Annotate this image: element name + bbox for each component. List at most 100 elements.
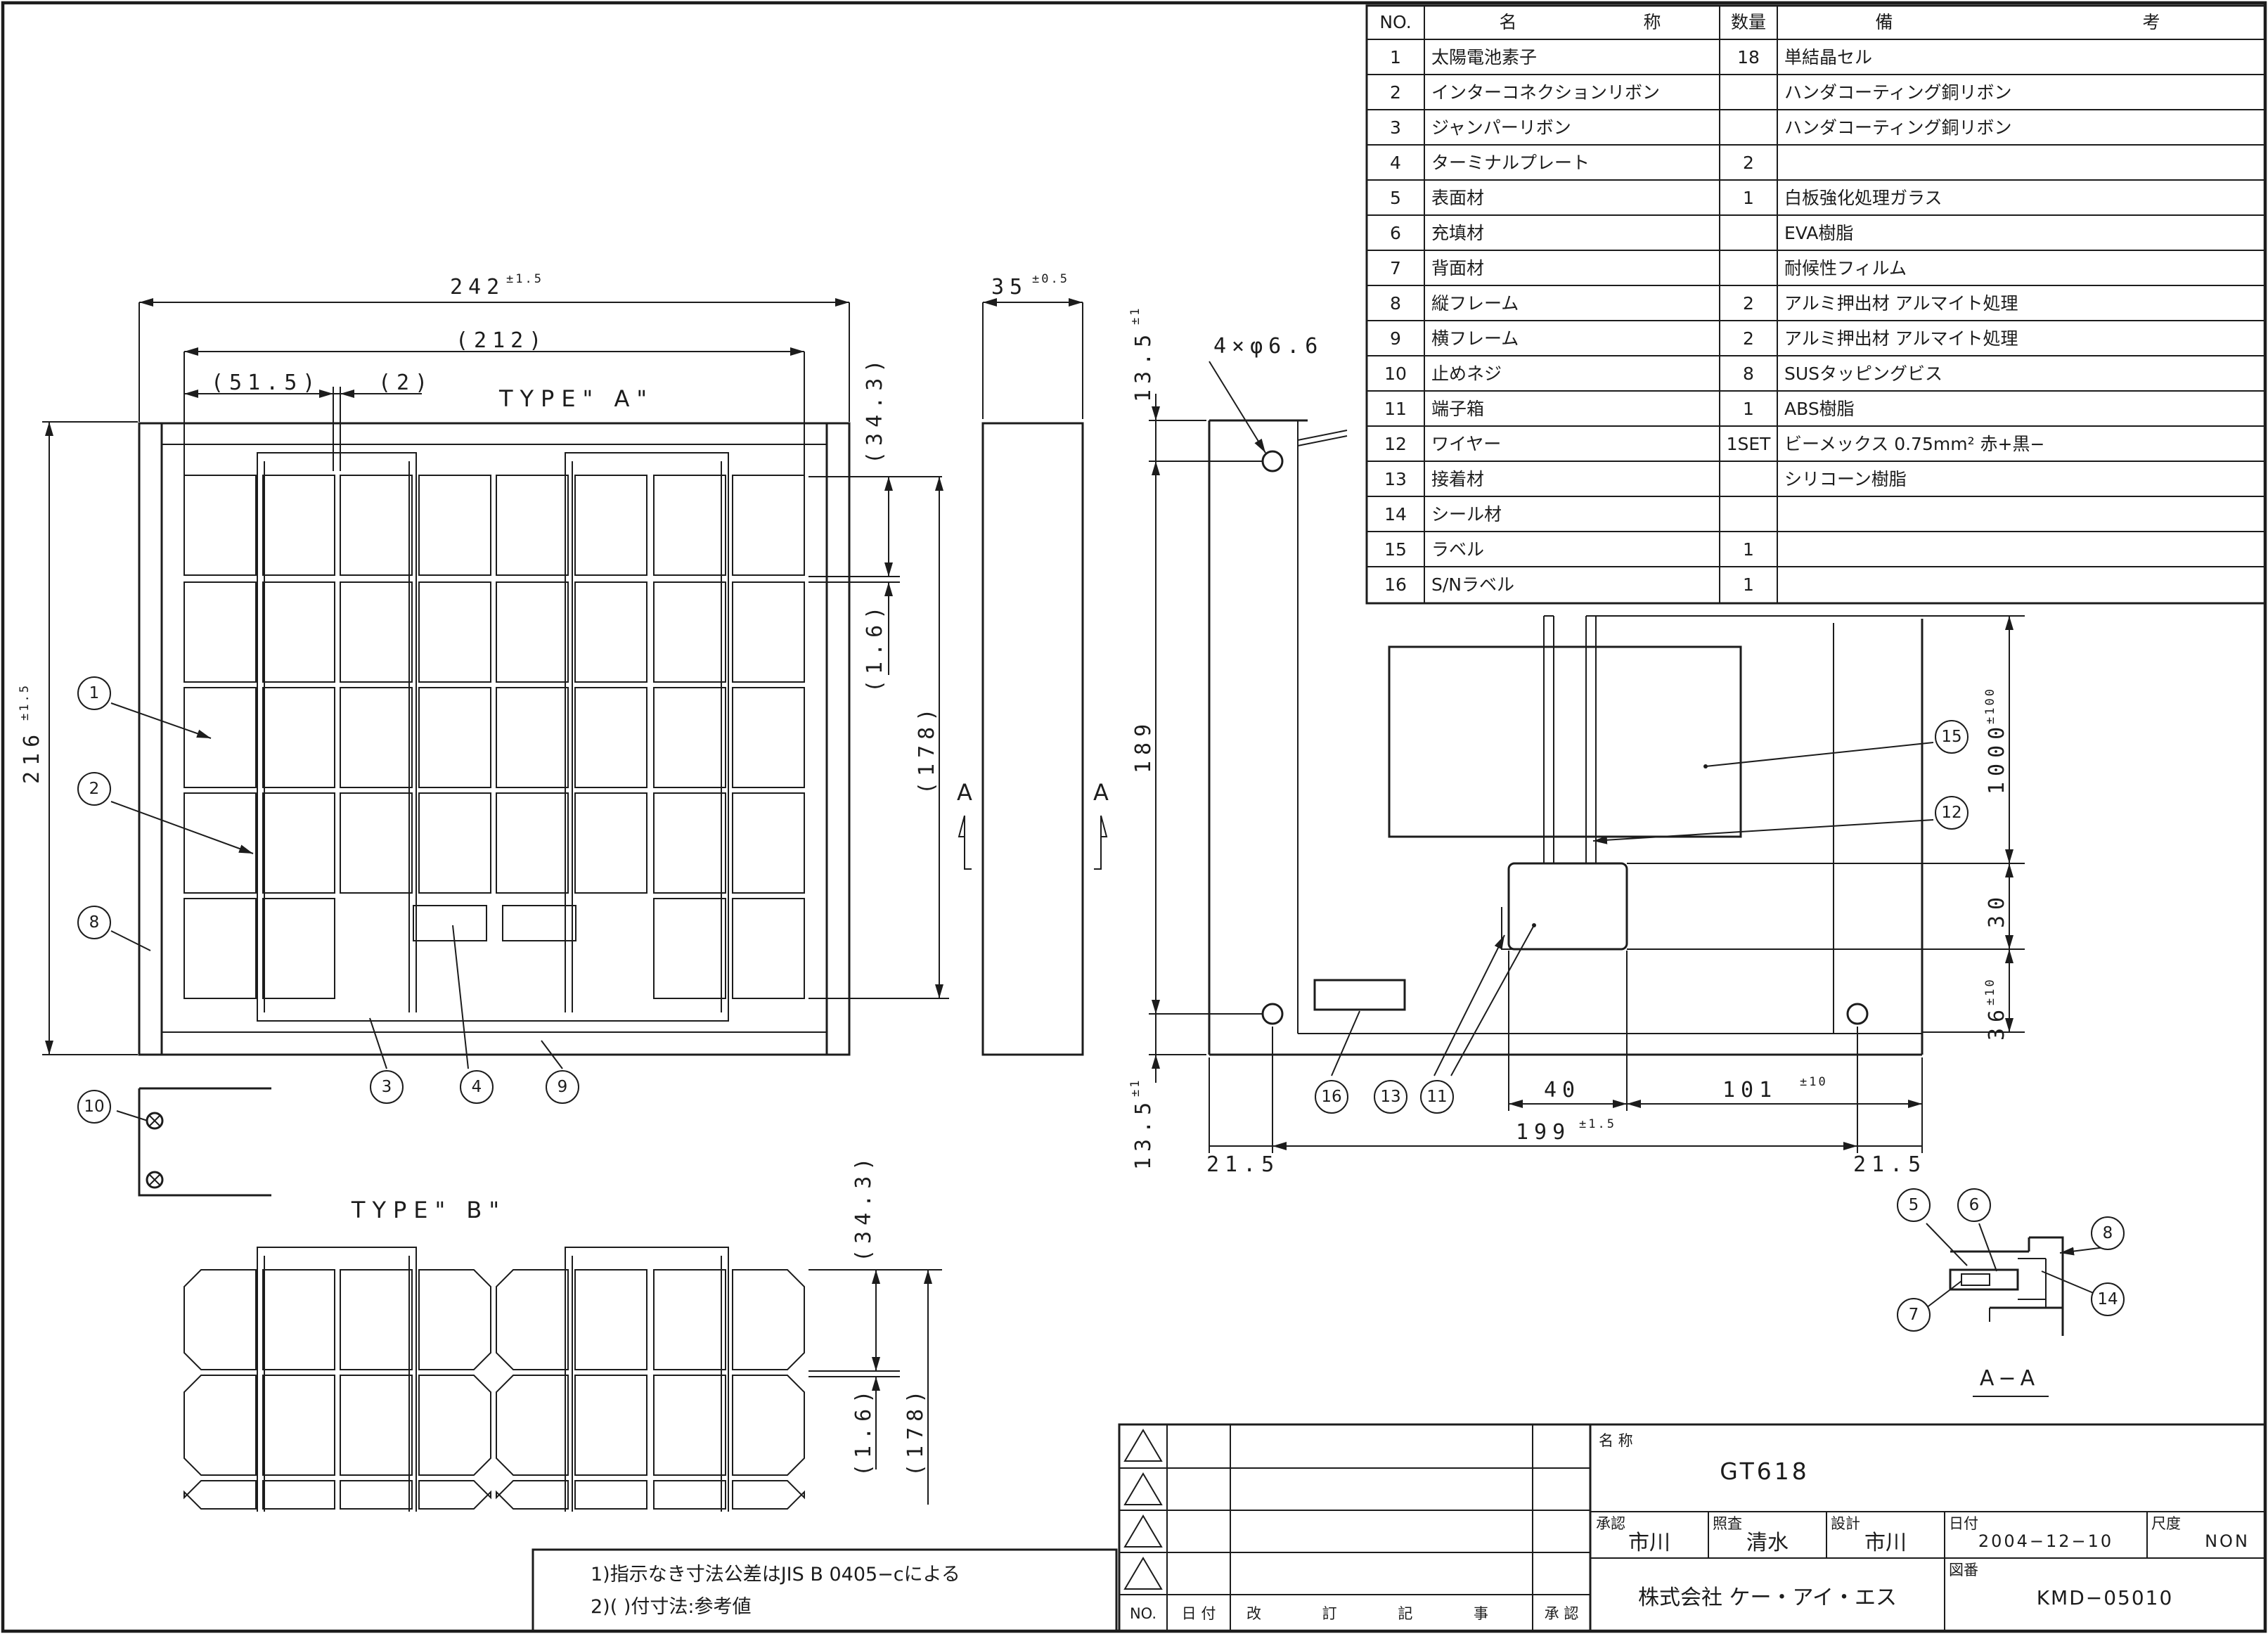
front-view-type-a: TYPE" A"	[138, 385, 851, 1056]
balloon-12: 12	[1935, 796, 1969, 830]
table-cell-name: インターコネクションリボン	[1431, 82, 1660, 103]
solar-cell	[183, 898, 257, 999]
dim-height-216-tol: ±1.5	[18, 683, 32, 721]
solar-cell	[732, 687, 805, 788]
solar-cell	[262, 792, 335, 894]
dim-b-178: (178)	[903, 1385, 928, 1477]
balloon-9: 9	[546, 1070, 579, 1104]
dim-ref-1-6: (1.6)	[863, 601, 887, 693]
balloon-8: 8	[77, 906, 111, 939]
dim-b-1-6: (1.6)	[851, 1385, 876, 1477]
solar-cell	[496, 1269, 569, 1370]
table-cell-remark: アルミ押出材 アルマイト処理	[1784, 328, 2018, 349]
table-cell-qty: 2	[1743, 293, 1754, 314]
dim-box-36-tol: ±10	[1983, 977, 1997, 1005]
solar-cell	[418, 581, 491, 683]
dim-ref-34-3: (34.3)	[863, 354, 887, 464]
solar-cell	[262, 1269, 335, 1370]
section-a-right: A	[1093, 779, 1109, 806]
dim-cable-1000: 1000	[1985, 721, 2009, 795]
solar-cell	[732, 581, 805, 683]
section-aa-detail: A−A	[1949, 1236, 2064, 1397]
solar-cell	[340, 1269, 413, 1370]
solar-cell	[418, 792, 491, 894]
table-cell-qty: 8	[1743, 364, 1754, 384]
balloon-label: 14	[2097, 1290, 2118, 1308]
table-cell-no: 1	[1390, 47, 1401, 67]
balloon-10: 10	[77, 1090, 111, 1124]
note-2: 2)( )付寸法:参考値	[591, 1596, 751, 1618]
table-cell-name: ジャンパーリボン	[1431, 117, 1571, 138]
table-cell-no: 16	[1384, 574, 1407, 595]
solar-cell	[262, 581, 335, 683]
table-cell-remark: シリコーン樹脂	[1784, 469, 1907, 489]
balloon-label: 10	[84, 1098, 104, 1116]
solar-cell	[262, 1375, 335, 1476]
table-cell-qty: 1	[1743, 539, 1754, 560]
balloon-1: 1	[77, 676, 111, 710]
approve-label: 承認	[1596, 1515, 1625, 1532]
balloon-7: 7	[1897, 1298, 1931, 1332]
table-cell-no: 5	[1390, 188, 1401, 208]
balloon-label: 7	[1909, 1306, 1919, 1324]
solar-cell	[574, 581, 647, 683]
solar-cell	[183, 1480, 257, 1510]
solar-cell	[574, 687, 647, 788]
solar-cell	[574, 1480, 647, 1510]
solar-cell	[418, 475, 491, 576]
table-cell-name: 止めネジ	[1431, 364, 1502, 384]
balloon-2: 2	[77, 772, 111, 806]
table-cell-name: 端子箱	[1431, 399, 1484, 419]
table-cell-name: シール材	[1431, 504, 1502, 525]
dim-cable-1000-tol: ±100	[1983, 687, 1997, 724]
solar-cell	[418, 687, 491, 788]
solar-cell	[732, 1375, 805, 1476]
balloon-13: 13	[1374, 1080, 1407, 1114]
table-cell-no: 2	[1390, 82, 1401, 103]
balloon-label: 1	[89, 684, 100, 702]
dim-width-242: 242	[450, 275, 505, 300]
balloon-5: 5	[1897, 1188, 1931, 1222]
dim-b-34-3: (34.3)	[851, 1152, 876, 1262]
dim-ref-178: (178)	[915, 703, 939, 795]
back-view: 1000 ±100 30 36 ±10 13.5 ±1 189 13.5 ±1 …	[1128, 307, 2025, 1177]
solar-cell	[496, 475, 569, 576]
solar-cell	[183, 1269, 257, 1370]
solar-cell	[574, 475, 647, 576]
solar-cell	[653, 1375, 726, 1476]
solar-cell	[418, 1480, 491, 1510]
table-cell-remark: EVA樹脂	[1784, 223, 1853, 243]
revision-block: NO. 日 付 改 訂 記 事 承 認	[1118, 1423, 1592, 1633]
balloon-label: 6	[1969, 1196, 1980, 1214]
revision-triangle	[1123, 1472, 1163, 1505]
dim-left-21-5: 21.5	[1206, 1152, 1280, 1177]
solar-cell	[496, 1480, 569, 1510]
check-value: 清水	[1746, 1531, 1789, 1555]
table-header-remark-b: 考	[2142, 12, 2160, 32]
drawing-no-value: KMD−05010	[2037, 1586, 2174, 1609]
table-cell-qty: 1	[1743, 188, 1754, 208]
dim-box-30: 30	[1985, 892, 2009, 928]
general-notes: 1)指示なき寸法公差はJIS B 0405−cによる 2)( )付寸法:参考値	[531, 1548, 1118, 1633]
table-cell-remark: ビーメックス 0.75mm² 赤+黒−	[1784, 434, 2044, 454]
terminal-plate-left	[413, 905, 487, 941]
table-cell-qty: 18	[1737, 47, 1760, 67]
front-view-type-b: TYPE" B" (34.3) (1.6) (178)	[183, 1152, 942, 1512]
dim-bot-13-5-tol: ±1	[1128, 1079, 1142, 1097]
fastener-detail	[138, 1087, 271, 1197]
side-view: 35 ±0.5	[981, 272, 1084, 1056]
section-markers: A A	[957, 779, 1109, 870]
table-cell-no: 13	[1384, 469, 1407, 489]
table-cell-no: 4	[1390, 153, 1401, 173]
solar-cell	[340, 581, 413, 683]
table-header-name-a: 名	[1499, 12, 1516, 32]
table-cell-name: ラベル	[1431, 539, 1484, 560]
dim-hole-spec: 4×φ6.6	[1213, 334, 1323, 359]
dim-right-21-5: 21.5	[1853, 1152, 1926, 1177]
dim-span-199-tol: ±1.5	[1579, 1117, 1616, 1131]
balloon-label: 9	[558, 1078, 568, 1096]
mount-hole-top	[1261, 450, 1284, 472]
